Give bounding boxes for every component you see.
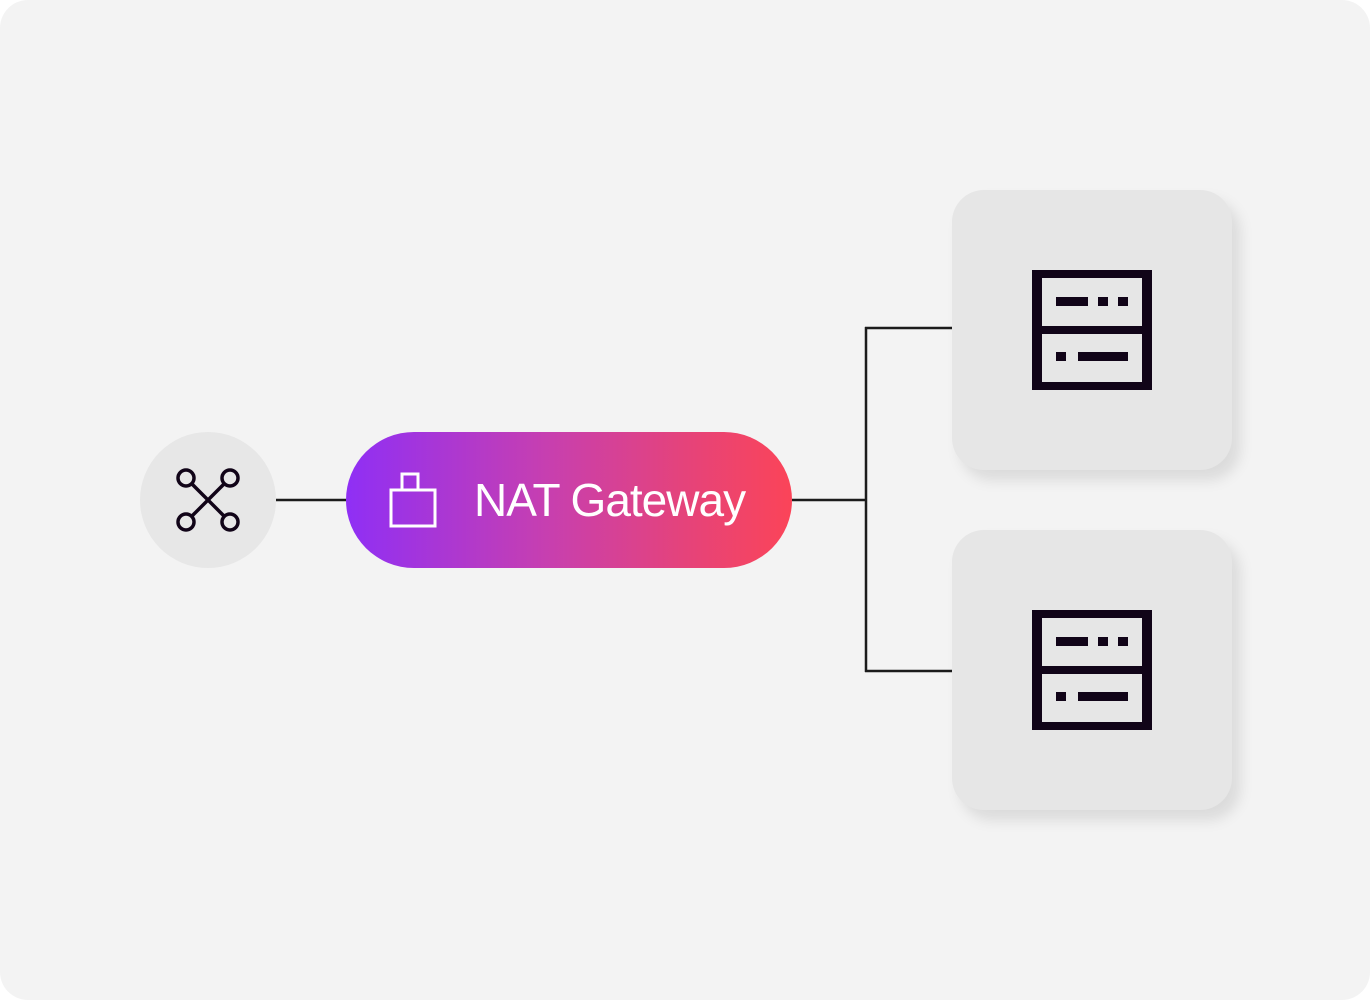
server-node-1	[952, 190, 1232, 470]
server-icon	[1032, 270, 1152, 390]
source-network-node	[140, 432, 276, 568]
nat-gateway-node: NAT Gateway	[346, 432, 792, 568]
network-nodes-icon	[176, 468, 240, 532]
nat-gateway-label: NAT Gateway	[474, 474, 746, 526]
server-icon	[1032, 610, 1152, 730]
lock-icon	[389, 472, 437, 528]
server-node-2	[952, 530, 1232, 810]
